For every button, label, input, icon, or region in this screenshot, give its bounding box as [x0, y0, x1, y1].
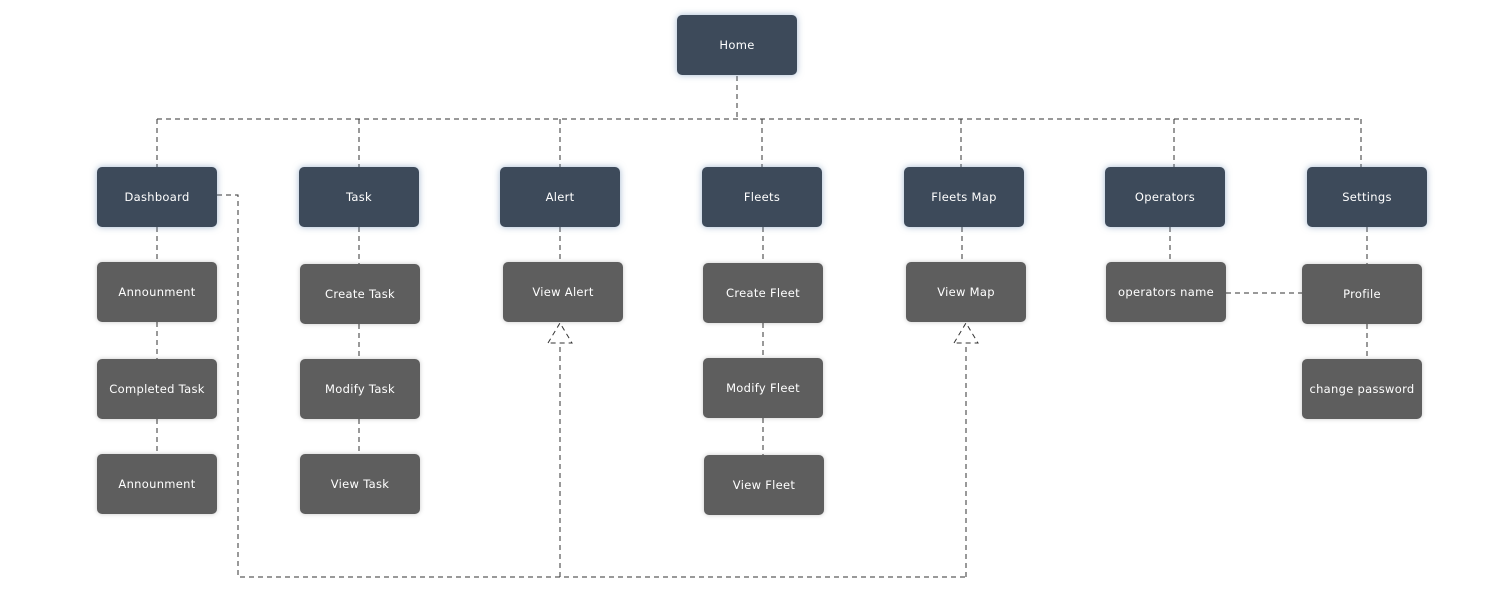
connector-dashboard-loop	[217, 194, 966, 578]
node-create-task-label: Create Task	[325, 287, 395, 301]
node-operators-label: Operators	[1134, 190, 1196, 204]
node-modify-fleet-label: Modify Fleet	[726, 381, 800, 395]
node-modify-task[interactable]: Modify Task	[300, 359, 420, 419]
node-view-task[interactable]: View Task	[300, 454, 420, 514]
node-announment-1[interactable]: Announment	[97, 262, 217, 322]
node-home-label: Home	[719, 38, 755, 52]
node-create-task[interactable]: Create Task	[300, 264, 420, 324]
node-view-map[interactable]: View Map	[906, 262, 1026, 322]
node-modify-fleet[interactable]: Modify Fleet	[703, 358, 823, 418]
node-view-fleet[interactable]: View Fleet	[704, 455, 824, 515]
node-settings-label: Settings	[1342, 190, 1392, 204]
node-profile[interactable]: Profile	[1302, 264, 1422, 324]
node-modify-task-label: Modify Task	[325, 382, 395, 396]
node-completed-task[interactable]: Completed Task	[97, 359, 217, 419]
node-task[interactable]: Task	[299, 167, 419, 227]
node-operators[interactable]: Operators	[1105, 167, 1225, 227]
node-dashboard-label: Dashboard	[124, 190, 190, 204]
node-operators-name[interactable]: operators name	[1106, 262, 1226, 322]
node-fleets-label: Fleets	[743, 190, 781, 204]
node-announment-1-label: Announment	[118, 285, 196, 299]
node-view-alert[interactable]: View Alert	[503, 262, 623, 322]
node-announment-2[interactable]: Announment	[97, 454, 217, 514]
node-home[interactable]: Home	[677, 15, 797, 75]
node-create-fleet-label: Create Fleet	[726, 286, 800, 300]
node-alert-label: Alert	[545, 190, 575, 204]
node-fleets[interactable]: Fleets	[702, 167, 822, 227]
node-view-map-label: View Map	[937, 285, 995, 299]
node-view-fleet-label: View Fleet	[732, 478, 796, 492]
node-view-task-label: View Task	[330, 477, 390, 491]
node-view-alert-label: View Alert	[532, 285, 594, 299]
node-fleets-map-label: Fleets Map	[931, 190, 997, 204]
node-change-password[interactable]: change password	[1302, 359, 1422, 419]
node-completed-task-label: Completed Task	[109, 382, 205, 396]
node-announment-2-label: Announment	[118, 477, 196, 491]
node-task-label: Task	[345, 190, 373, 204]
node-create-fleet[interactable]: Create Fleet	[703, 263, 823, 323]
node-operators-name-label: operators name	[1118, 285, 1214, 299]
node-fleets-map[interactable]: Fleets Map	[904, 167, 1024, 227]
node-profile-label: Profile	[1343, 287, 1381, 301]
arrowhead-view-map	[953, 322, 979, 344]
node-settings[interactable]: Settings	[1307, 167, 1427, 227]
arrowhead-view-alert	[547, 322, 573, 344]
node-dashboard[interactable]: Dashboard	[97, 167, 217, 227]
node-change-password-label: change password	[1309, 382, 1415, 396]
node-alert[interactable]: Alert	[500, 167, 620, 227]
